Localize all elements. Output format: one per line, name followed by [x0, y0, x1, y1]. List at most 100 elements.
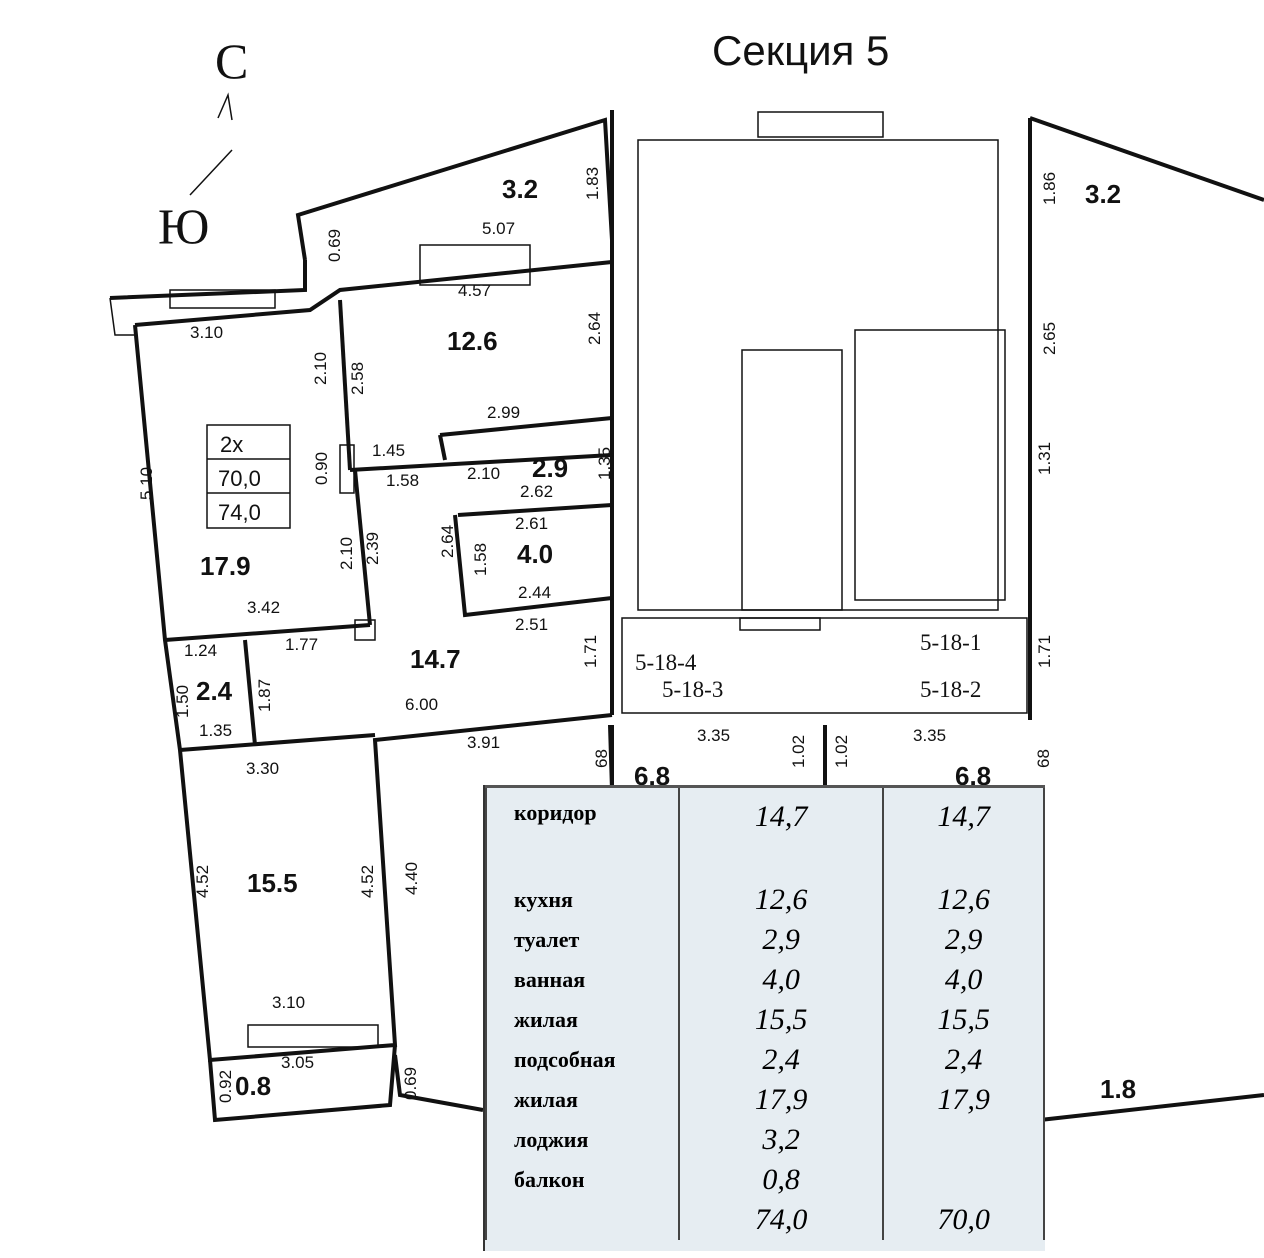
dimension-label: 0.92: [216, 1070, 235, 1103]
dimension-label: 4.52: [358, 865, 377, 898]
apartment-rooms: 2х: [220, 432, 243, 457]
room-name: жилая: [485, 1080, 680, 1120]
area-living: 17,9: [882, 1080, 1045, 1120]
dimension-label: 1.35: [199, 721, 232, 740]
area-loggia-left: 3.2: [502, 174, 538, 204]
dimension-label: 6.00: [405, 695, 438, 714]
area-total: 3,2: [677, 1120, 885, 1160]
dimension-label: 1.71: [1035, 635, 1054, 668]
area-balcony-right: 1.8: [1100, 1074, 1136, 1104]
dimension-label: 2.58: [348, 362, 367, 395]
room-name: ванная: [485, 960, 680, 1000]
dimension-label: 2.10: [311, 352, 330, 385]
area-utility: 2.4: [196, 676, 233, 706]
dimension-label: 2.51: [515, 615, 548, 634]
dimension-label: 2.65: [1040, 322, 1059, 355]
area-total: 12,6: [677, 880, 885, 920]
dimension-label: 1.45: [372, 441, 405, 460]
dimension-label: 3.91: [467, 733, 500, 752]
stair-codes: 5-18-4 5-18-3 5-18-1 5-18-2: [635, 630, 981, 702]
plan-label: 5-18-1: [920, 630, 981, 655]
dimension-label: 5.10: [137, 467, 156, 500]
dimension-label: 3.05: [281, 1053, 314, 1072]
apartment-total-area: 74,0: [218, 500, 261, 525]
dimension-label: 68: [1034, 749, 1053, 768]
dimension-label: 2.44: [518, 583, 551, 602]
room-name: туалет: [485, 920, 680, 960]
room-name: [485, 1200, 680, 1240]
dimension-label: 1.77: [285, 635, 318, 654]
dimension-label: 1.35: [595, 447, 614, 480]
plan-label: 5-18-3: [662, 677, 723, 702]
area-living: 4,0: [882, 960, 1045, 1000]
area-living: 2,4: [882, 1040, 1045, 1080]
compass-north: С: [215, 33, 248, 89]
area-total: 74,0: [677, 1200, 885, 1240]
walls: [109, 92, 1264, 1123]
dimension-label: 3.42: [247, 598, 280, 617]
dimension-label: 2.62: [520, 482, 553, 501]
area-living-large: 17.9: [200, 551, 251, 581]
area-toilet: 2.9: [532, 453, 568, 483]
area-living: [882, 1120, 1045, 1160]
dimension-label: 2.64: [438, 525, 457, 558]
dimension-label: 2.99: [487, 403, 520, 422]
area-total: 2,4: [677, 1040, 885, 1080]
dimension-label: 4.57: [458, 281, 491, 300]
apartment-living-area: 70,0: [218, 466, 261, 491]
dimension-label: 1.50: [173, 685, 192, 718]
dimension-label: 1.24: [184, 641, 217, 660]
area-living: 14,7: [882, 786, 1045, 880]
plan-label: 5-18-4: [635, 650, 697, 675]
dimension-label: 1.58: [386, 471, 419, 490]
area-balcony: 0.8: [235, 1071, 271, 1101]
area-living: 2,9: [882, 920, 1045, 960]
dimension-label: 2.39: [363, 532, 382, 565]
section-title: Секция 5: [712, 27, 889, 74]
dimension-label: 2.10: [467, 464, 500, 483]
dimension-label: 0.90: [312, 452, 331, 485]
area-living: 15.5: [247, 868, 298, 898]
room-name: балкон: [485, 1160, 680, 1200]
area-living: 15,5: [882, 1000, 1045, 1040]
dimension-label: 3.30: [246, 759, 279, 778]
dimension-label: 5.07: [482, 219, 515, 238]
dimension-label: 1.02: [832, 735, 851, 768]
area-bath: 4.0: [517, 539, 553, 569]
dimension-label: 2.10: [337, 537, 356, 570]
area-living: 70,0: [882, 1200, 1045, 1240]
dimension-label: 1.86: [1040, 172, 1059, 205]
dimension-label: 1.31: [1035, 442, 1054, 475]
dimension-label: 2.64: [585, 312, 604, 345]
dimension-label: 4.52: [193, 865, 212, 898]
dimension-label: 0.69: [401, 1067, 420, 1100]
dimension-label: 1.02: [789, 735, 808, 768]
room-name: кухня: [485, 880, 680, 920]
area-total: 17,9: [677, 1080, 885, 1120]
room-name: коридор: [485, 786, 680, 880]
plan-label: 5-18-2: [920, 677, 981, 702]
dimension-label: 3.10: [190, 323, 223, 342]
dimension-label: 1.83: [583, 167, 602, 200]
area-total: 0,8: [677, 1160, 885, 1200]
dimension-label: 1.71: [581, 635, 600, 668]
dimension-label: 1.58: [471, 543, 490, 576]
dimension-label: 68: [592, 749, 611, 768]
area-living: 12,6: [882, 880, 1045, 920]
area-loggia-right: 3.2: [1085, 179, 1121, 209]
dimension-label: 1.87: [255, 679, 274, 712]
dimension-label: 0.69: [325, 229, 344, 262]
room-name: лоджия: [485, 1120, 680, 1160]
area-total: 2,9: [677, 920, 885, 960]
